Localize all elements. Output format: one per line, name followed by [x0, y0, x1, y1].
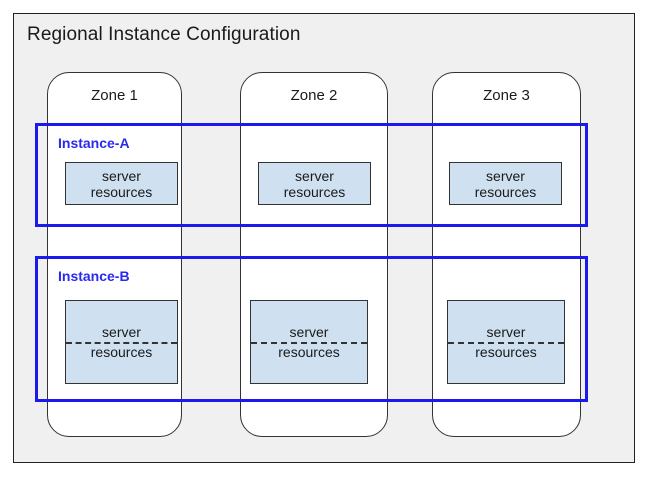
server-resources-box-a1[interactable]: server resources	[65, 162, 178, 205]
server-resources-box-b1[interactable]: server resources	[65, 300, 178, 384]
server-resources-box-a3[interactable]: server resources	[449, 162, 562, 205]
region-title: Regional Instance Configuration	[27, 24, 301, 45]
server-resources-label-a3: server resources	[474, 167, 537, 200]
server-label-b1-bottom: resources	[90, 344, 153, 360]
server-box-divider-b1	[66, 342, 177, 344]
zone-title-1: Zone 1	[91, 87, 138, 104]
server-resources-box-a2[interactable]: server resources	[258, 162, 371, 205]
server-label-b1-top: server	[102, 324, 141, 340]
server-label-b2-bottom: resources	[278, 344, 340, 360]
zone-title-2: Zone 2	[290, 87, 338, 104]
server-label-b2-top: server	[289, 324, 329, 340]
zone-title-3: Zone 3	[483, 87, 530, 104]
server-resources-box-b2[interactable]: server resources	[250, 300, 368, 384]
server-resources-box-b3[interactable]: server resources	[447, 300, 565, 384]
server-box-divider-b2	[251, 342, 367, 344]
server-resources-label-a1: server resources	[90, 167, 153, 200]
server-resources-label-a2: server resources	[283, 167, 346, 200]
server-label-b3-top: server	[486, 324, 526, 340]
server-box-divider-b3	[448, 342, 564, 344]
server-label-b3-bottom: resources	[475, 344, 537, 360]
